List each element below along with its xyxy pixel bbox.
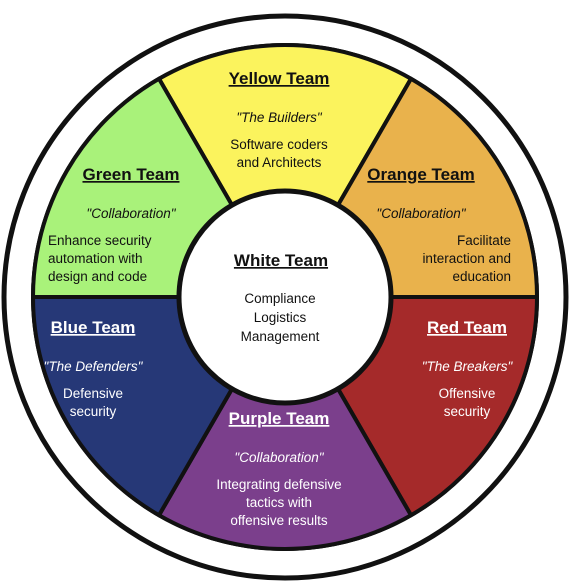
team-desc-red-line-2: security	[444, 404, 491, 419]
team-motto-green: "Collaboration"	[86, 206, 176, 221]
team-motto-red: "The Breakers"	[422, 359, 514, 374]
team-desc-purple-line-2: tactics with	[246, 495, 312, 510]
team-desc-green-line-2: automation with	[48, 251, 143, 266]
center-title: White Team	[234, 251, 328, 270]
team-desc-green-line-3: design and code	[48, 269, 147, 284]
team-motto-blue: "The Defenders"	[44, 359, 144, 374]
center-line-2: Logistics	[254, 310, 307, 325]
team-name-red: Red Team	[427, 318, 507, 337]
label-group-orange: Orange Team "Collaboration" Facilitate inte…	[367, 165, 511, 284]
label-group-green: Green Team "Collaboration" Enhance securit…	[48, 165, 180, 284]
center-line-3: Management	[241, 329, 320, 344]
team-desc-yellow-line-2: and Architects	[237, 155, 322, 170]
label-group-yellow: Yellow Team "The Builders" Software coders…	[229, 69, 330, 170]
team-motto-orange: "Collaboration"	[376, 206, 466, 221]
team-desc-orange-line-1: Facilitate	[457, 233, 511, 248]
team-name-blue: Blue Team	[51, 318, 136, 337]
team-desc-purple-line-3: offensive results	[230, 513, 328, 528]
team-motto-yellow: "The Builders"	[236, 110, 323, 125]
team-motto-purple: "Collaboration"	[234, 450, 324, 465]
label-group-red: Red Team "The Breakers" Offensive security	[422, 318, 514, 419]
team-desc-orange-line-3: education	[452, 269, 511, 284]
team-desc-purple-line-1: Integrating defensive	[216, 477, 341, 492]
center-hub	[176, 188, 394, 406]
team-desc-orange-line-2: interaction and	[422, 251, 511, 266]
label-group-purple: Purple Team "Collaboration" Integrating de…	[216, 409, 341, 528]
team-name-yellow: Yellow Team	[229, 69, 330, 88]
team-desc-blue-line-2: security	[70, 404, 117, 419]
label-group-blue: Blue Team "The Defenders" Defensive securit…	[44, 318, 144, 419]
team-name-purple: Purple Team	[229, 409, 330, 428]
team-name-orange: Orange Team	[367, 165, 474, 184]
team-desc-green-line-1: Enhance security	[48, 233, 152, 248]
team-desc-red-line-1: Offensive	[439, 386, 496, 401]
team-desc-blue-line-1: Defensive	[63, 386, 123, 401]
center-line-1: Compliance	[244, 291, 315, 306]
team-desc-yellow-line-1: Software coders	[230, 137, 328, 152]
team-name-green: Green Team	[82, 165, 179, 184]
